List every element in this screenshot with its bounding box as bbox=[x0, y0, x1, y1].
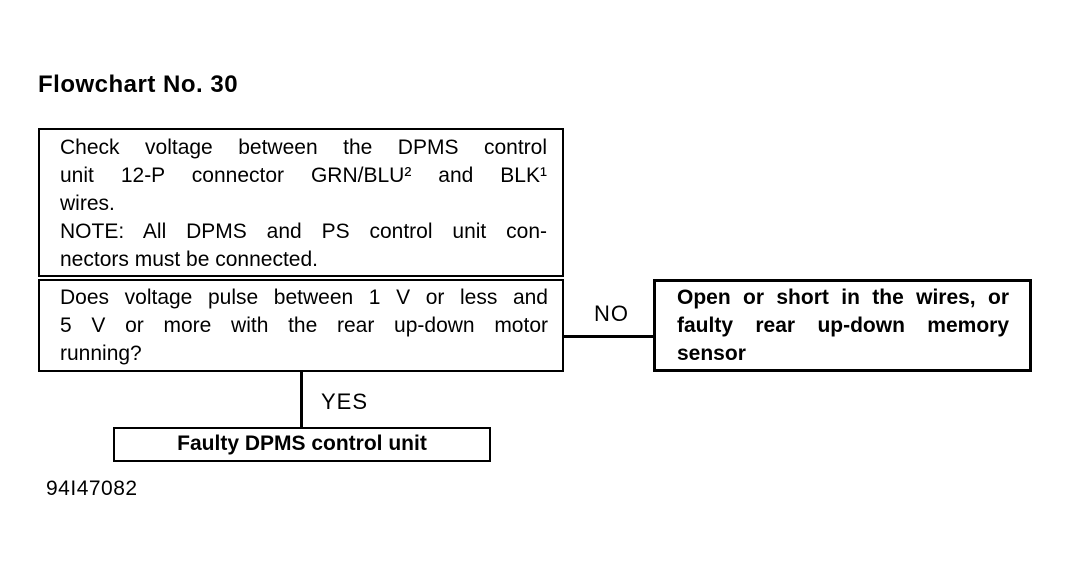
yes-connector-line bbox=[300, 371, 303, 427]
no-result-box: Open or short in the wires, or faulty re… bbox=[653, 279, 1032, 372]
no-connector-line bbox=[563, 335, 653, 338]
check-voltage-line: Check voltage between the DPMS control bbox=[60, 136, 547, 159]
yes-result-box: Faulty DPMS control unit bbox=[113, 427, 491, 462]
check-voltage-box: Check voltage between the DPMS control u… bbox=[38, 128, 564, 277]
question-line: running? bbox=[60, 342, 142, 365]
figure-code: 94I47082 bbox=[46, 477, 138, 500]
check-voltage-line: NOTE: All DPMS and PS control unit con- bbox=[60, 220, 547, 243]
question-line: 5 V or more with the rear up-down motor bbox=[60, 314, 548, 337]
no-result-line: faulty rear up-down memory bbox=[677, 314, 1009, 337]
check-voltage-line: unit 12-P connector GRN/BLU² and BLK¹ bbox=[60, 164, 547, 187]
no-result-line: Open or short in the wires, or bbox=[677, 286, 1009, 309]
check-voltage-line: nectors must be connected. bbox=[60, 248, 318, 271]
question-line: Does voltage pulse between 1 V or less a… bbox=[60, 286, 548, 309]
check-voltage-line: wires. bbox=[60, 192, 115, 215]
page-title: Flowchart No. 30 bbox=[38, 71, 239, 98]
no-result-line: sensor bbox=[677, 342, 746, 365]
voltage-pulse-question-box: Does voltage pulse between 1 V or less a… bbox=[38, 279, 564, 372]
yes-result-label: Faulty DPMS control unit bbox=[177, 432, 427, 455]
no-branch-label: NO bbox=[594, 301, 629, 326]
yes-branch-label: YES bbox=[321, 389, 369, 414]
